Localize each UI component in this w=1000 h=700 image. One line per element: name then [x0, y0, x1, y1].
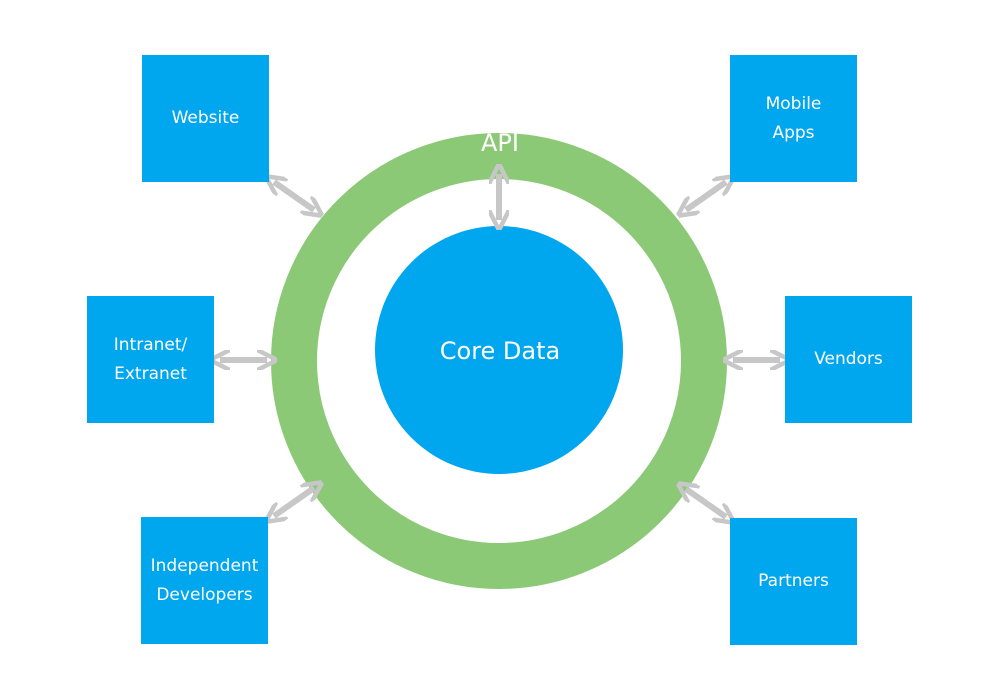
intranet-extranet-node[interactable]: Intranet/ Extranet — [87, 296, 214, 423]
core-data-label: Core Data — [439, 337, 561, 365]
website-node[interactable]: Website — [142, 55, 269, 182]
api-label: API — [481, 129, 519, 157]
vendors-node[interactable]: Vendors — [785, 296, 912, 423]
arrow-independent-developers — [274, 488, 314, 516]
partners-label: Partners — [758, 571, 829, 591]
mobile-apps-node[interactable]: Mobile Apps — [730, 55, 857, 182]
independent-developers-label: Independent Developers — [150, 555, 259, 605]
api-ring — [271, 133, 727, 589]
intranet-extranet-label: Intranet/ Extranet — [113, 334, 188, 384]
independent-developers-node[interactable]: Independent Developers — [141, 517, 268, 644]
arrow-mobile-apps — [686, 182, 726, 210]
core-data-circle — [375, 226, 623, 474]
website-label: Website — [171, 108, 240, 128]
partners-node[interactable]: Partners — [730, 518, 857, 645]
arrow-website — [274, 182, 314, 210]
arrow-partners — [686, 489, 726, 517]
mobile-apps-label: Mobile Apps — [765, 93, 822, 143]
vendors-label: Vendors — [814, 349, 883, 369]
